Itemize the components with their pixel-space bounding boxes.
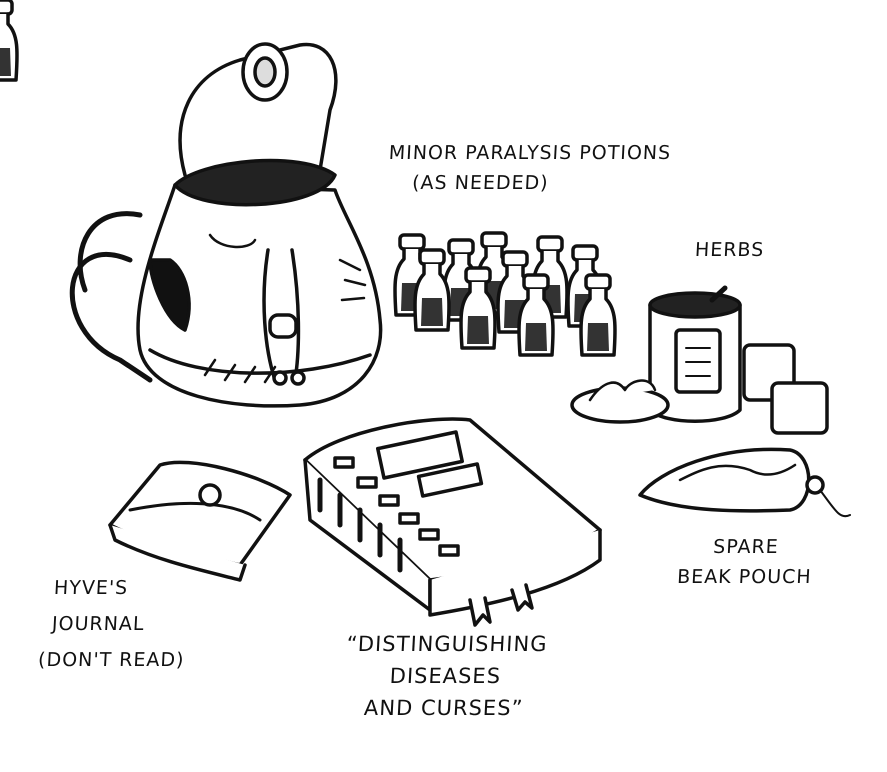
label-pouch-line1: SPARE — [712, 536, 780, 558]
medical-bag — [69, 42, 383, 408]
beak-pouch — [638, 447, 851, 518]
label-herbs: HERBS — [694, 239, 765, 261]
label-book: “DISTINGUISHING DISEASES AND CURSES” — [342, 628, 548, 724]
label-book-line2: DISEASES — [389, 664, 502, 688]
label-journal: HYVE'S JOURNAL (DON'T READ) — [37, 570, 189, 678]
label-potions: MINOR PARALYSIS POTIONS (AS NEEDED) — [386, 138, 672, 198]
label-journal-line3: (DON'T READ) — [37, 649, 186, 671]
label-journal-line1: HYVE'S — [53, 577, 129, 599]
label-book-line3: AND CURSES” — [363, 696, 525, 720]
bag-tag — [148, 258, 191, 332]
label-journal-line2: JOURNAL — [51, 613, 146, 635]
journal — [108, 460, 292, 582]
potion-bottles — [0, 0, 617, 357]
label-potions-line2: (AS NEEDED) — [411, 172, 550, 194]
book — [303, 417, 602, 627]
label-pouch: SPARE BEAK POUCH — [676, 532, 814, 592]
label-pouch-line2: BEAK POUCH — [676, 566, 813, 588]
herb-jars — [570, 285, 829, 435]
label-book-line1: “DISTINGUISHING — [346, 632, 549, 656]
label-potions-line1: MINOR PARALYSIS POTIONS — [388, 142, 672, 164]
